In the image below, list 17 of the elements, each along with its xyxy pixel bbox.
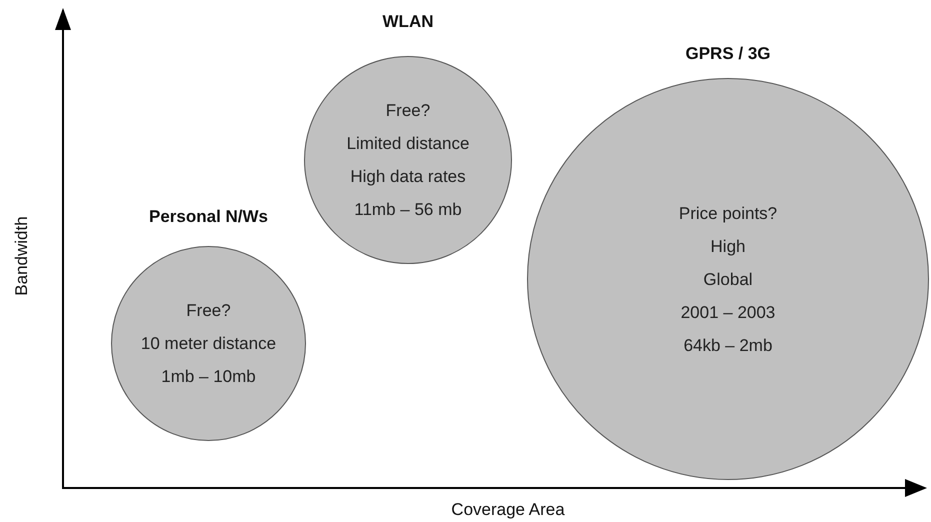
bubble-text: 2001 – 2003	[680, 302, 776, 324]
bubble-text: High	[710, 236, 746, 258]
bubble-text: Limited distance	[346, 133, 470, 155]
bubble-text: Free?	[186, 300, 231, 322]
bubble-heading: Personal N/Ws	[148, 207, 268, 227]
axis-label: Coverage Area	[451, 500, 565, 520]
bubble-text: Global	[703, 268, 753, 290]
bubble-heading: GPRS / 3G	[685, 44, 771, 64]
bubble-text: High data rates	[350, 166, 466, 188]
bubble-heading: WLAN	[382, 12, 434, 32]
bubble-text: Free?	[386, 100, 430, 122]
bubble-text: 10 meter distance	[140, 333, 276, 355]
bubble-text: Price points?	[678, 202, 778, 224]
bubble-text: 1mb – 10mb	[161, 366, 256, 388]
axis-label: Bandwidth	[12, 216, 32, 296]
bubble-text: 64kb – 2mb	[684, 334, 772, 356]
bubble-text: 11mb – 56 mb	[354, 199, 462, 221]
